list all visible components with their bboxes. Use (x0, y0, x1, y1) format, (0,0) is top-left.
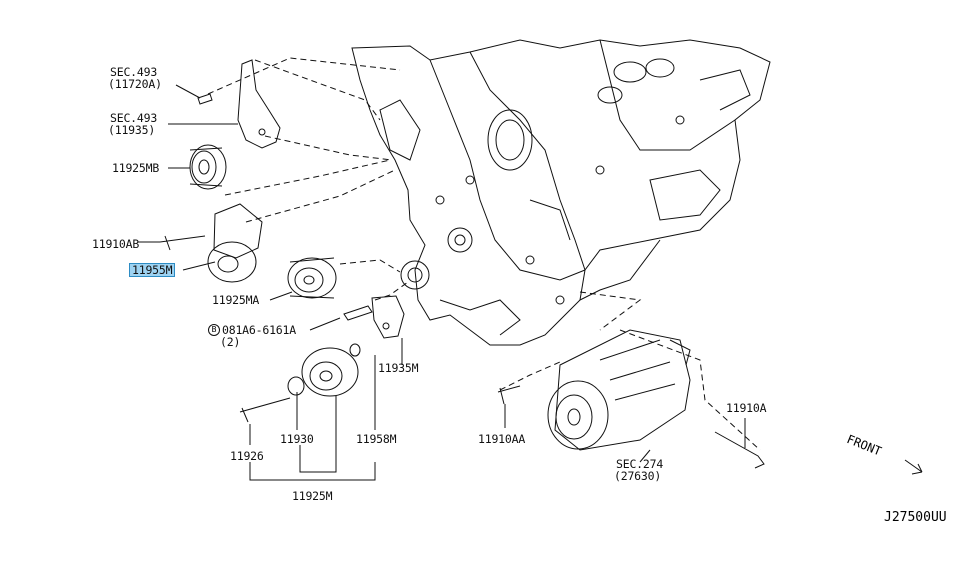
front-arrow-icon (904, 459, 923, 475)
dashed-leaders (207, 57, 761, 451)
label-sec493-1: SEC.493 (110, 65, 158, 79)
label-bolt-qty: (2) (220, 335, 241, 349)
label-11958m: 11958M (356, 432, 397, 446)
label-11955m[interactable]: 11955M (128, 263, 176, 277)
ac-compressor-sec274 (497, 329, 765, 469)
idler-pulley-11925mb (189, 144, 227, 190)
label-11910a: 11910A (726, 401, 767, 415)
label-11925ma: 11925MA (212, 293, 260, 307)
label-11910aa: 11910AA (478, 432, 526, 446)
label-sec274: SEC.274 (616, 457, 664, 471)
bracket-11935m (343, 295, 405, 339)
label-sec493-2: SEC.493 (110, 111, 158, 125)
pulley-assembly-11925m (239, 343, 361, 423)
label-11925m: 11925M (292, 489, 333, 503)
label-bolt-code: 081A6-6161A (222, 323, 296, 337)
label-11910ab: 11910AB (92, 237, 140, 251)
bolt-11720a (175, 84, 213, 105)
label-11935m: 11935M (378, 361, 419, 375)
diagram-code: J27500UU (884, 510, 947, 525)
label-sec274-sub: (27630) (614, 469, 662, 483)
label-sec493-2-sub: (11935) (108, 123, 156, 137)
label-11930: 11930 (280, 432, 314, 446)
label-11925mb: 11925MB (112, 161, 160, 175)
bracket-11935 (237, 59, 281, 149)
label-sec493-1-sub: (11720A) (108, 77, 162, 91)
engine-block-illustration (351, 39, 771, 346)
callout-leaders (138, 123, 746, 481)
label-11926: 11926 (230, 449, 264, 463)
belt-tensioner-11955m (159, 203, 263, 283)
idler-pulley-11925ma (287, 257, 337, 299)
bolt-callout-icon: B (208, 324, 220, 336)
